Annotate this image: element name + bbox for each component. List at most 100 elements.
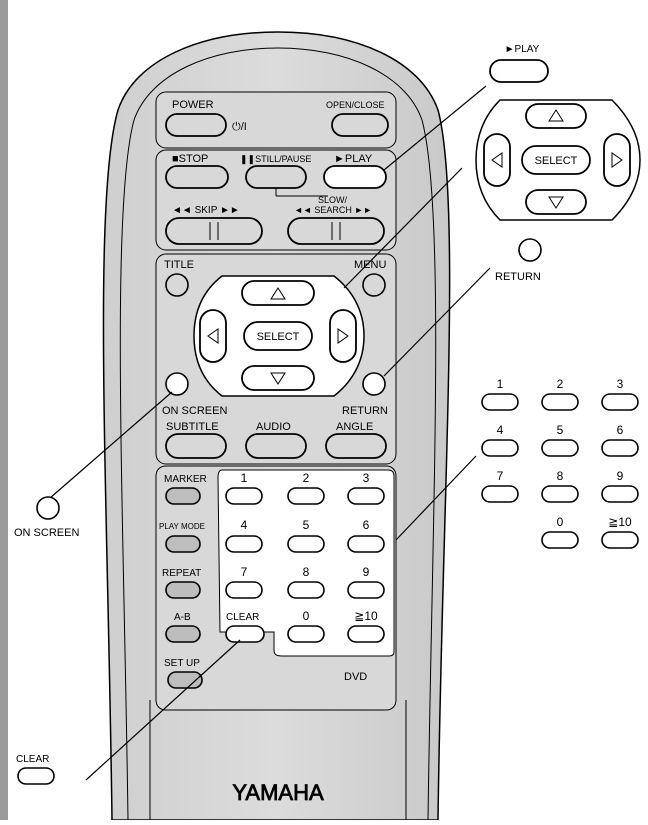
power-label: POWER [172,99,214,111]
left-arrow-icon [207,328,219,344]
up-arrow-icon [270,287,286,300]
callout-numeric-keypad: 1 2 3 4 5 6 7 8 9 0 ≧10 [481,377,639,549]
callout-play-button[interactable] [489,59,549,83]
return-button[interactable] [362,372,386,396]
callout-dpad-down-button[interactable] [525,189,587,215]
callout-digit-0-button[interactable] [541,531,579,549]
marker-label: MARKER [164,474,207,485]
down-arrow-icon [548,196,564,209]
remote-digit-label: 3 [363,471,370,485]
callout-digit-1-button[interactable] [481,393,519,411]
callout-dpad-left-button[interactable] [483,133,511,187]
remote-digit-0-button[interactable] [287,625,325,643]
dvd-label: DVD [344,671,367,683]
power-button[interactable] [165,113,227,137]
audio-button[interactable] [245,433,307,459]
subtitle-button[interactable] [165,433,227,459]
callout-digit-label: 9 [617,469,624,483]
skip-label: ◄◄ SKIP ►► [172,205,240,216]
angle-button[interactable] [325,433,387,459]
callout-digit-10plus-button[interactable] [601,531,639,549]
callout-select-button[interactable] [521,145,591,175]
title-button[interactable] [165,273,189,297]
repeat-button[interactable] [165,581,201,599]
callout-digit-label: 5 [557,423,564,437]
callout-digit-4-button[interactable] [481,439,519,457]
play-button[interactable] [323,165,387,189]
remote-digit-label: 0 [303,609,310,623]
dpad-left-button[interactable] [199,309,227,363]
main-dpad: SELECT [193,275,365,397]
ab-button[interactable] [165,625,201,643]
marker-button[interactable] [165,487,201,505]
callout-digit-label: 2 [557,377,564,391]
callout-digit-label: 0 [557,515,564,529]
callout-digit-2-button[interactable] [541,393,579,411]
remote-digit-9-button[interactable] [347,581,385,599]
select-button[interactable] [243,321,313,351]
remote-digit-8-button[interactable] [287,581,325,599]
skip-button[interactable] [165,217,263,245]
remote-digit-10plus-button[interactable] [347,625,385,643]
brand-logo: YAMAHA [232,780,324,805]
callout-dpad-up-button[interactable] [525,103,587,129]
stop-button[interactable] [165,165,229,189]
menu-button[interactable] [362,273,386,297]
setup-label: SET UP [164,658,200,669]
callout-clear-button[interactable] [17,767,55,785]
slow-search-button[interactable] [287,217,385,245]
clear-button[interactable] [225,625,265,643]
callout-digit-7-button[interactable] [481,485,519,503]
setup-button[interactable] [167,671,203,689]
still-pause-label: ❚❚STILL/PAUSE [240,154,311,165]
callout-digit-5-button[interactable] [541,439,579,457]
callout-play-label: ►PLAY [505,44,540,55]
remote-digit-6-button[interactable] [347,535,385,553]
remote-digit-label: 2 [303,471,310,485]
remote-digit-2-button[interactable] [287,487,325,505]
dpad-down-button[interactable] [241,365,315,391]
callout-digit-label: 7 [497,469,504,483]
remote-digit-label: 4 [241,518,248,532]
callout-return-button[interactable] [518,238,542,262]
audio-label: AUDIO [256,421,291,433]
callout-clear-label: CLEAR [16,754,49,765]
callout-digit-9-button[interactable] [601,485,639,503]
left-arrow-icon [491,152,503,168]
dpad-right-button[interactable] [329,309,357,363]
remote-digit-7-button[interactable] [225,581,263,599]
play-mode-label: PLAY MODE [159,522,205,531]
on-screen-label: ON SCREEN [162,405,227,417]
play-mode-button[interactable] [165,535,201,553]
open-close-button[interactable] [331,113,389,137]
still-pause-button[interactable] [245,165,307,189]
callout-dpad-right-button[interactable] [603,133,631,187]
remote-digit-5-button[interactable] [287,535,325,553]
subtitle-label: SUBTITLE [166,421,219,433]
remote-digit-label: 1 [241,471,248,485]
remote-digit-1-button[interactable] [225,487,263,505]
right-arrow-icon [337,328,349,344]
remote-digit-label: 9 [363,565,370,579]
title-label: TITLE [164,259,194,271]
callout-digit-label: ≧10 [608,515,632,529]
slow-search-label-1: SLOW/ [318,195,348,205]
callout-on-screen-button[interactable] [36,496,60,520]
remote-digit-4-button[interactable] [225,535,263,553]
play-label: ►PLAY [334,153,373,165]
stop-label: ■STOP [172,153,208,165]
callout-digit-6-button[interactable] [601,439,639,457]
callout-digit-3-button[interactable] [601,393,639,411]
remote-digit-3-button[interactable] [347,487,385,505]
open-close-label: OPEN/CLOSE [326,100,385,110]
numeric-panel [217,469,395,657]
on-screen-button[interactable] [165,372,189,396]
callout-digit-8-button[interactable] [541,485,579,503]
repeat-label: REPEAT [162,568,201,579]
callout-on-screen-label: ON SCREEN [14,527,79,539]
remote-numeric-keypad: 1 2 3 4 5 6 7 8 9 0 ≧10 [225,471,385,643]
dpad-up-button[interactable] [241,280,315,306]
callout-digit-label: 8 [557,469,564,483]
